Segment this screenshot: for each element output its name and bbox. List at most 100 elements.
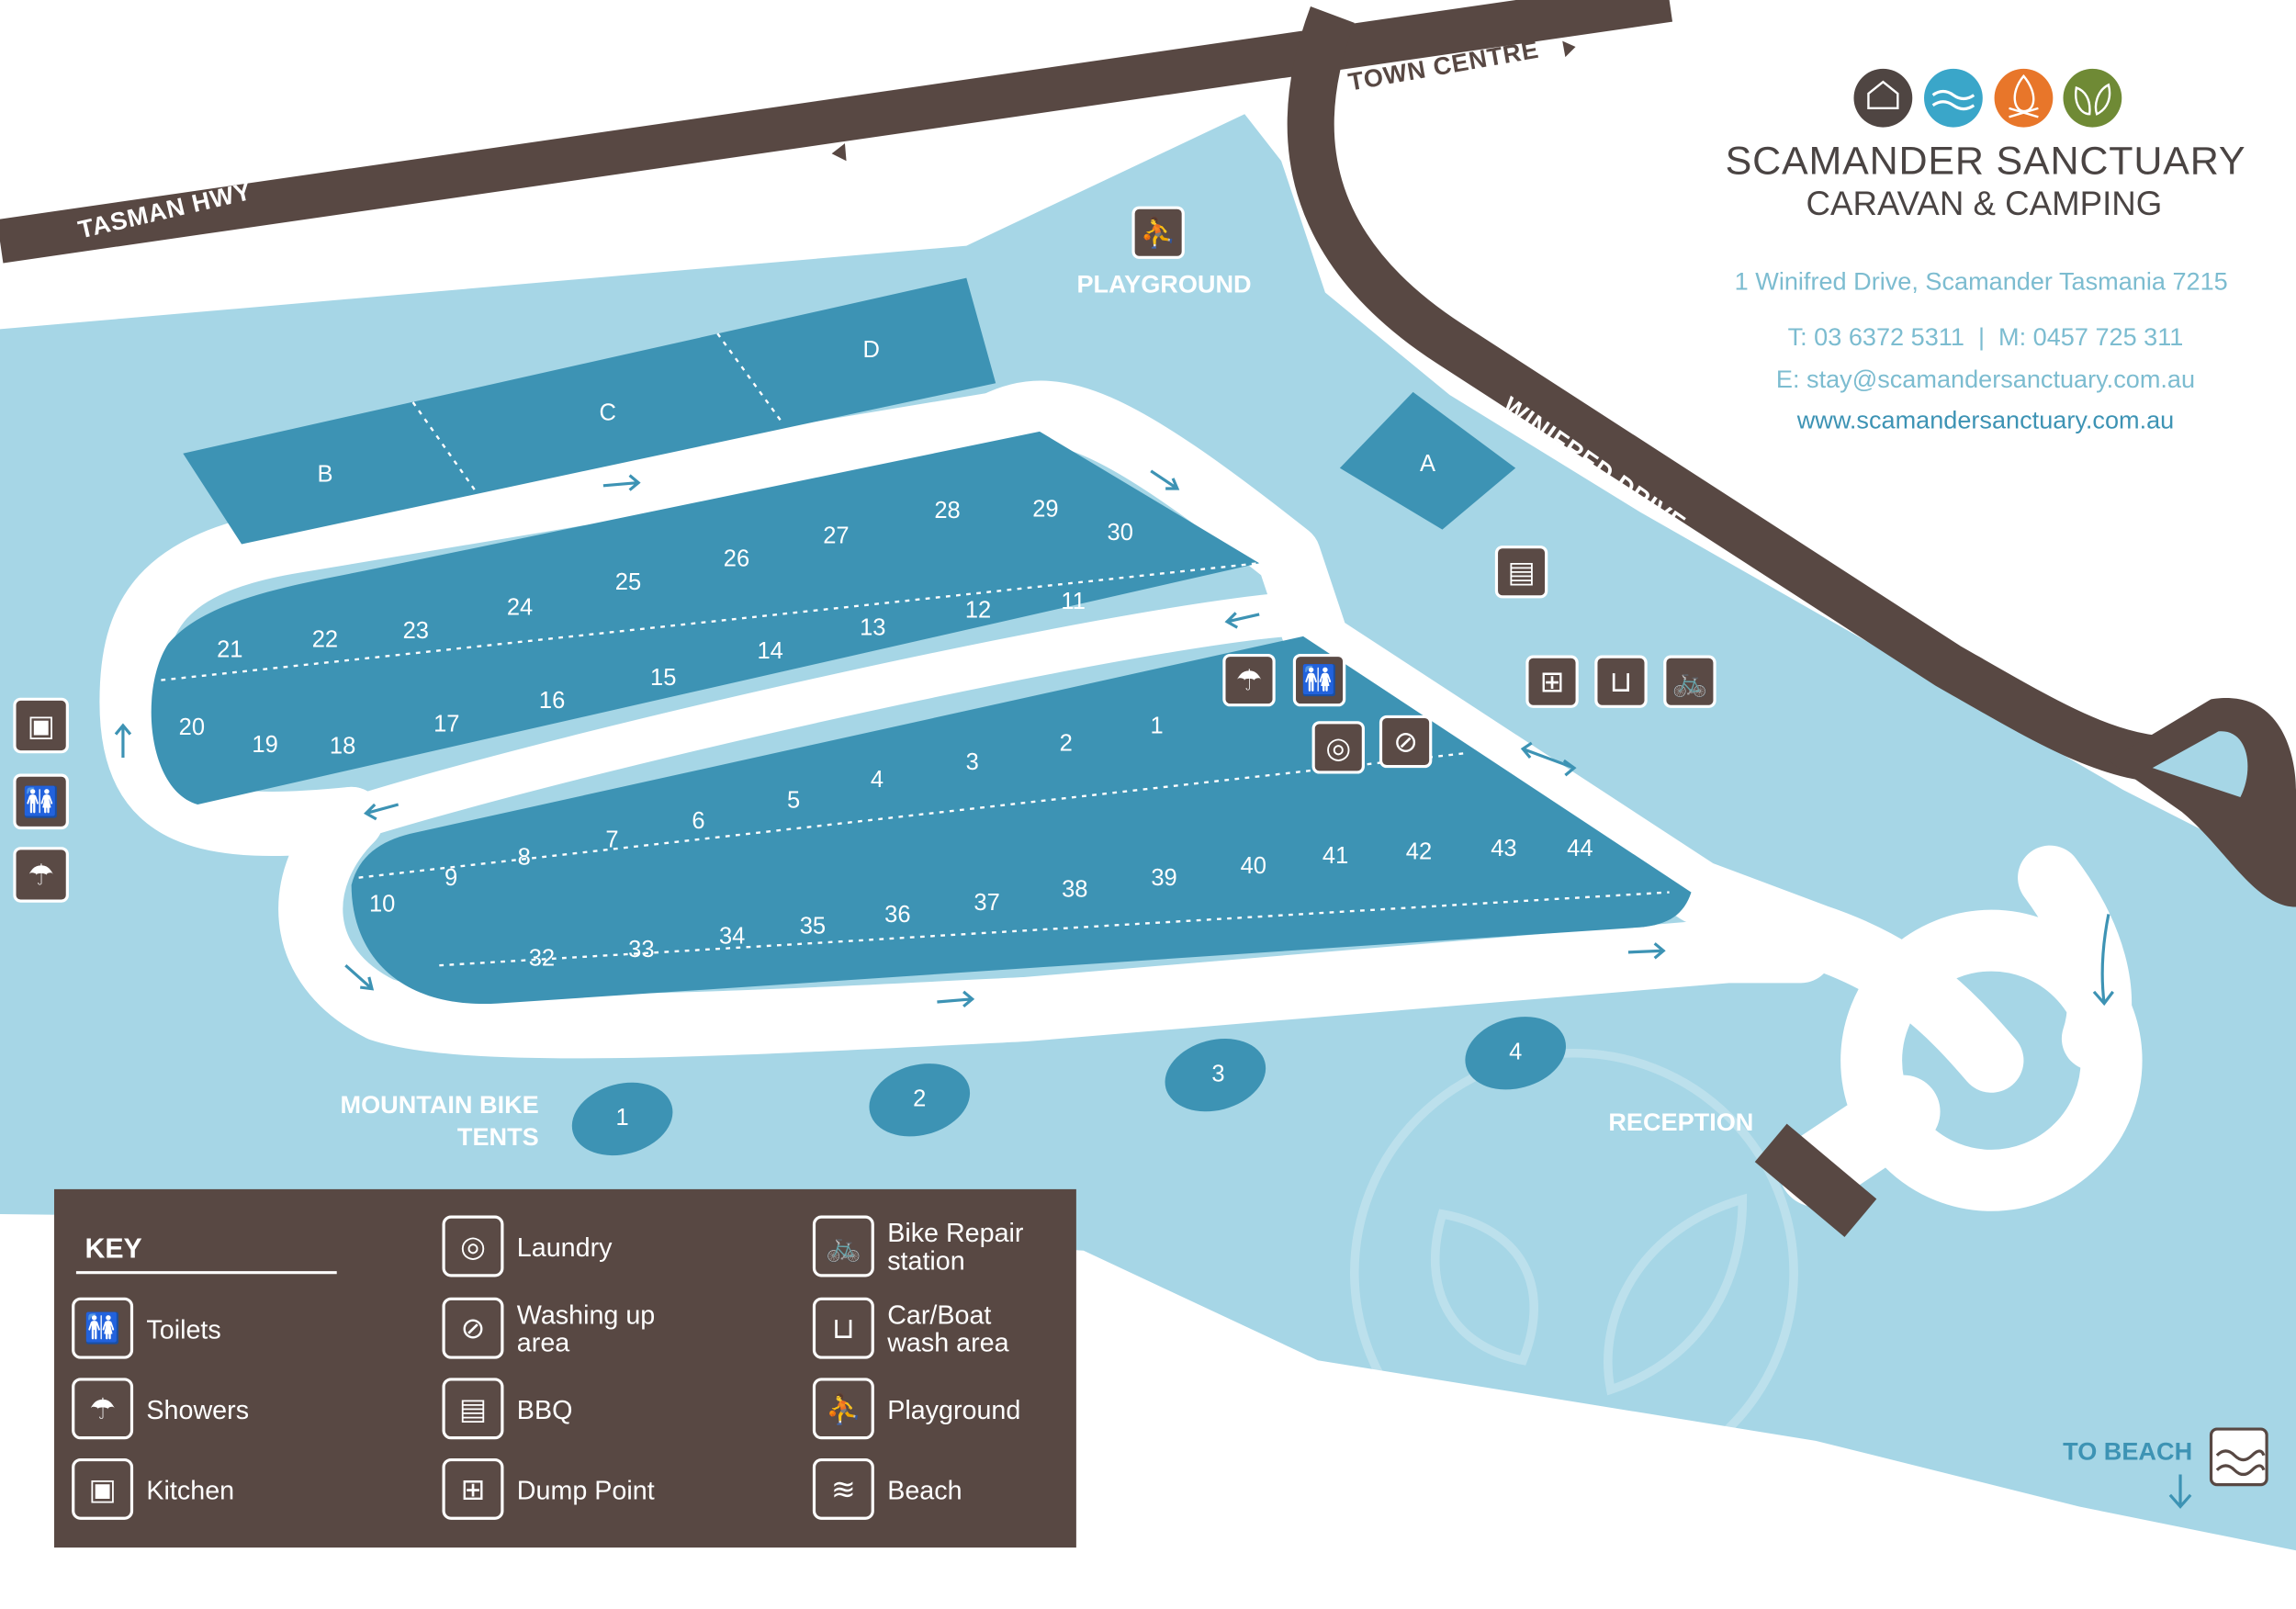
tasman-hwy-road [0,0,1673,264]
dump-point-facility[interactable]: ⊞ [1525,655,1579,708]
site-32[interactable]: 32 [529,946,555,972]
reception-building[interactable] [1754,1123,1877,1238]
site-44[interactable]: 44 [1567,836,1593,861]
key-label: Showers [146,1396,249,1425]
block-a-label[interactable]: A [1420,451,1435,477]
direction-arrows [114,469,2114,1008]
playground-icon: ⛹ [826,1391,862,1425]
site-35[interactable]: 35 [800,914,826,940]
site-3[interactable]: 3 [966,749,979,775]
site-43[interactable]: 43 [1491,836,1516,861]
site-2[interactable]: 2 [1060,730,1073,756]
tent-label: 2 [913,1086,926,1111]
site-21[interactable]: 21 [217,637,242,663]
laundry-facility[interactable]: ◎ [1311,721,1365,774]
kitchen-facility[interactable]: ▣ [13,697,69,754]
key-label: Bike Repair [887,1219,1024,1248]
tent-site-1[interactable] [564,1072,681,1166]
site-41[interactable]: 41 [1322,843,1348,869]
site-34[interactable]: 34 [719,924,745,950]
site-19[interactable]: 19 [252,732,277,758]
site-30[interactable]: 30 [1108,520,1133,546]
block-c-label[interactable]: C [599,399,615,425]
laundry-icon: ◎ [460,1230,486,1263]
right-arrow-icon [1562,40,1576,58]
site-23[interactable]: 23 [403,618,429,644]
tent-site-3[interactable] [1157,1028,1275,1122]
key-label-line2: area [517,1329,569,1358]
key-label: Car/Boat [887,1300,991,1330]
car-boat-wash-icon: ⊔ [1610,665,1633,698]
shower-facility[interactable]: ☂ [1222,653,1276,707]
site-39[interactable]: 39 [1151,865,1176,891]
washing-up-facility[interactable]: ⊘ [1379,714,1433,769]
washing-up-icon: ⊘ [461,1311,486,1345]
site-12[interactable]: 12 [965,598,991,624]
site-9[interactable]: 9 [445,865,457,891]
site-4[interactable]: 4 [871,767,884,793]
site-18[interactable]: 18 [330,734,355,759]
site-13[interactable]: 13 [860,615,885,641]
site-26[interactable]: 26 [724,546,749,572]
site-42[interactable]: 42 [1406,838,1432,864]
site-8[interactable]: 8 [518,845,531,871]
kitchen-icon: ▣ [28,709,55,742]
shower-facility-west[interactable]: ☂ [13,847,69,903]
bike-repair-facility[interactable]: 🚲 [1663,655,1716,708]
block-b-label[interactable]: B [317,461,332,487]
site-24[interactable]: 24 [507,594,533,620]
key-title: KEY [84,1234,141,1265]
toilets-facility-west[interactable]: 🚻 [13,773,69,830]
playground-facility[interactable]: ⛹ [1131,206,1185,259]
site-16[interactable]: 16 [539,688,565,714]
key-label: Kitchen [146,1477,234,1506]
email-link[interactable]: E: stay@scamandersanctuary.com.au [1776,365,2195,393]
washing-up-icon: ⊘ [1393,726,1418,759]
toilets-icon: 🚻 [1301,664,1338,697]
leaf-watermark [1350,1048,1798,1497]
website-link[interactable]: www.scamandersanctuary.com.au [1796,406,2175,434]
beach-icon: ≋ [831,1472,856,1505]
site-40[interactable]: 40 [1241,853,1266,879]
tent-site-4[interactable] [1457,1006,1574,1100]
showers-icon: ☂ [28,858,54,891]
tent-label: 1 [616,1105,629,1131]
site-38[interactable]: 38 [1062,877,1087,903]
site-7[interactable]: 7 [605,827,618,853]
facility-icons: ⛹ ▤ ☂ 🚻 ◎ ⊘ ⊞ ⊔ 🚲 ▣ 🚻 ☂ [13,206,2268,1487]
car-wash-facility[interactable]: ⊔ [1594,655,1648,708]
bbq-facility[interactable]: ▤ [1494,546,1548,599]
site-20[interactable]: 20 [179,714,205,740]
site-10[interactable]: 10 [369,892,395,917]
toilets-facility[interactable]: 🚻 [1292,653,1346,707]
site-37[interactable]: 37 [974,890,999,916]
key-item: ☂ Showers [72,1378,249,1440]
site-36[interactable]: 36 [884,902,910,928]
site-11[interactable]: 11 [1061,589,1085,614]
site-33[interactable]: 33 [628,937,654,962]
beach-facility[interactable] [2209,1427,2268,1487]
site-5[interactable]: 5 [787,788,800,814]
site-28[interactable]: 28 [934,498,960,523]
site-6[interactable]: 6 [692,808,704,834]
showers-icon: ☂ [89,1392,116,1425]
site-29[interactable]: 29 [1032,497,1058,523]
key-item: ▣Kitchen [72,1457,234,1520]
site-15[interactable]: 15 [650,665,676,691]
playground-label: PLAYGROUND [1076,270,1251,298]
site-22[interactable]: 22 [312,626,338,652]
site-14[interactable]: 14 [757,638,782,664]
block-a [1339,391,1516,530]
site-1[interactable]: 1 [1150,713,1163,738]
to-beach-label: TO BEACH [2063,1437,2192,1466]
block-d-label[interactable]: D [862,337,879,363]
playground-icon: ⛹ [1140,215,1176,249]
site-17[interactable]: 17 [433,712,459,737]
winifred-drive-road [1287,6,2183,784]
site-25[interactable]: 25 [615,569,641,595]
tent-site-2[interactable] [861,1052,978,1147]
site-27[interactable]: 27 [823,523,849,548]
